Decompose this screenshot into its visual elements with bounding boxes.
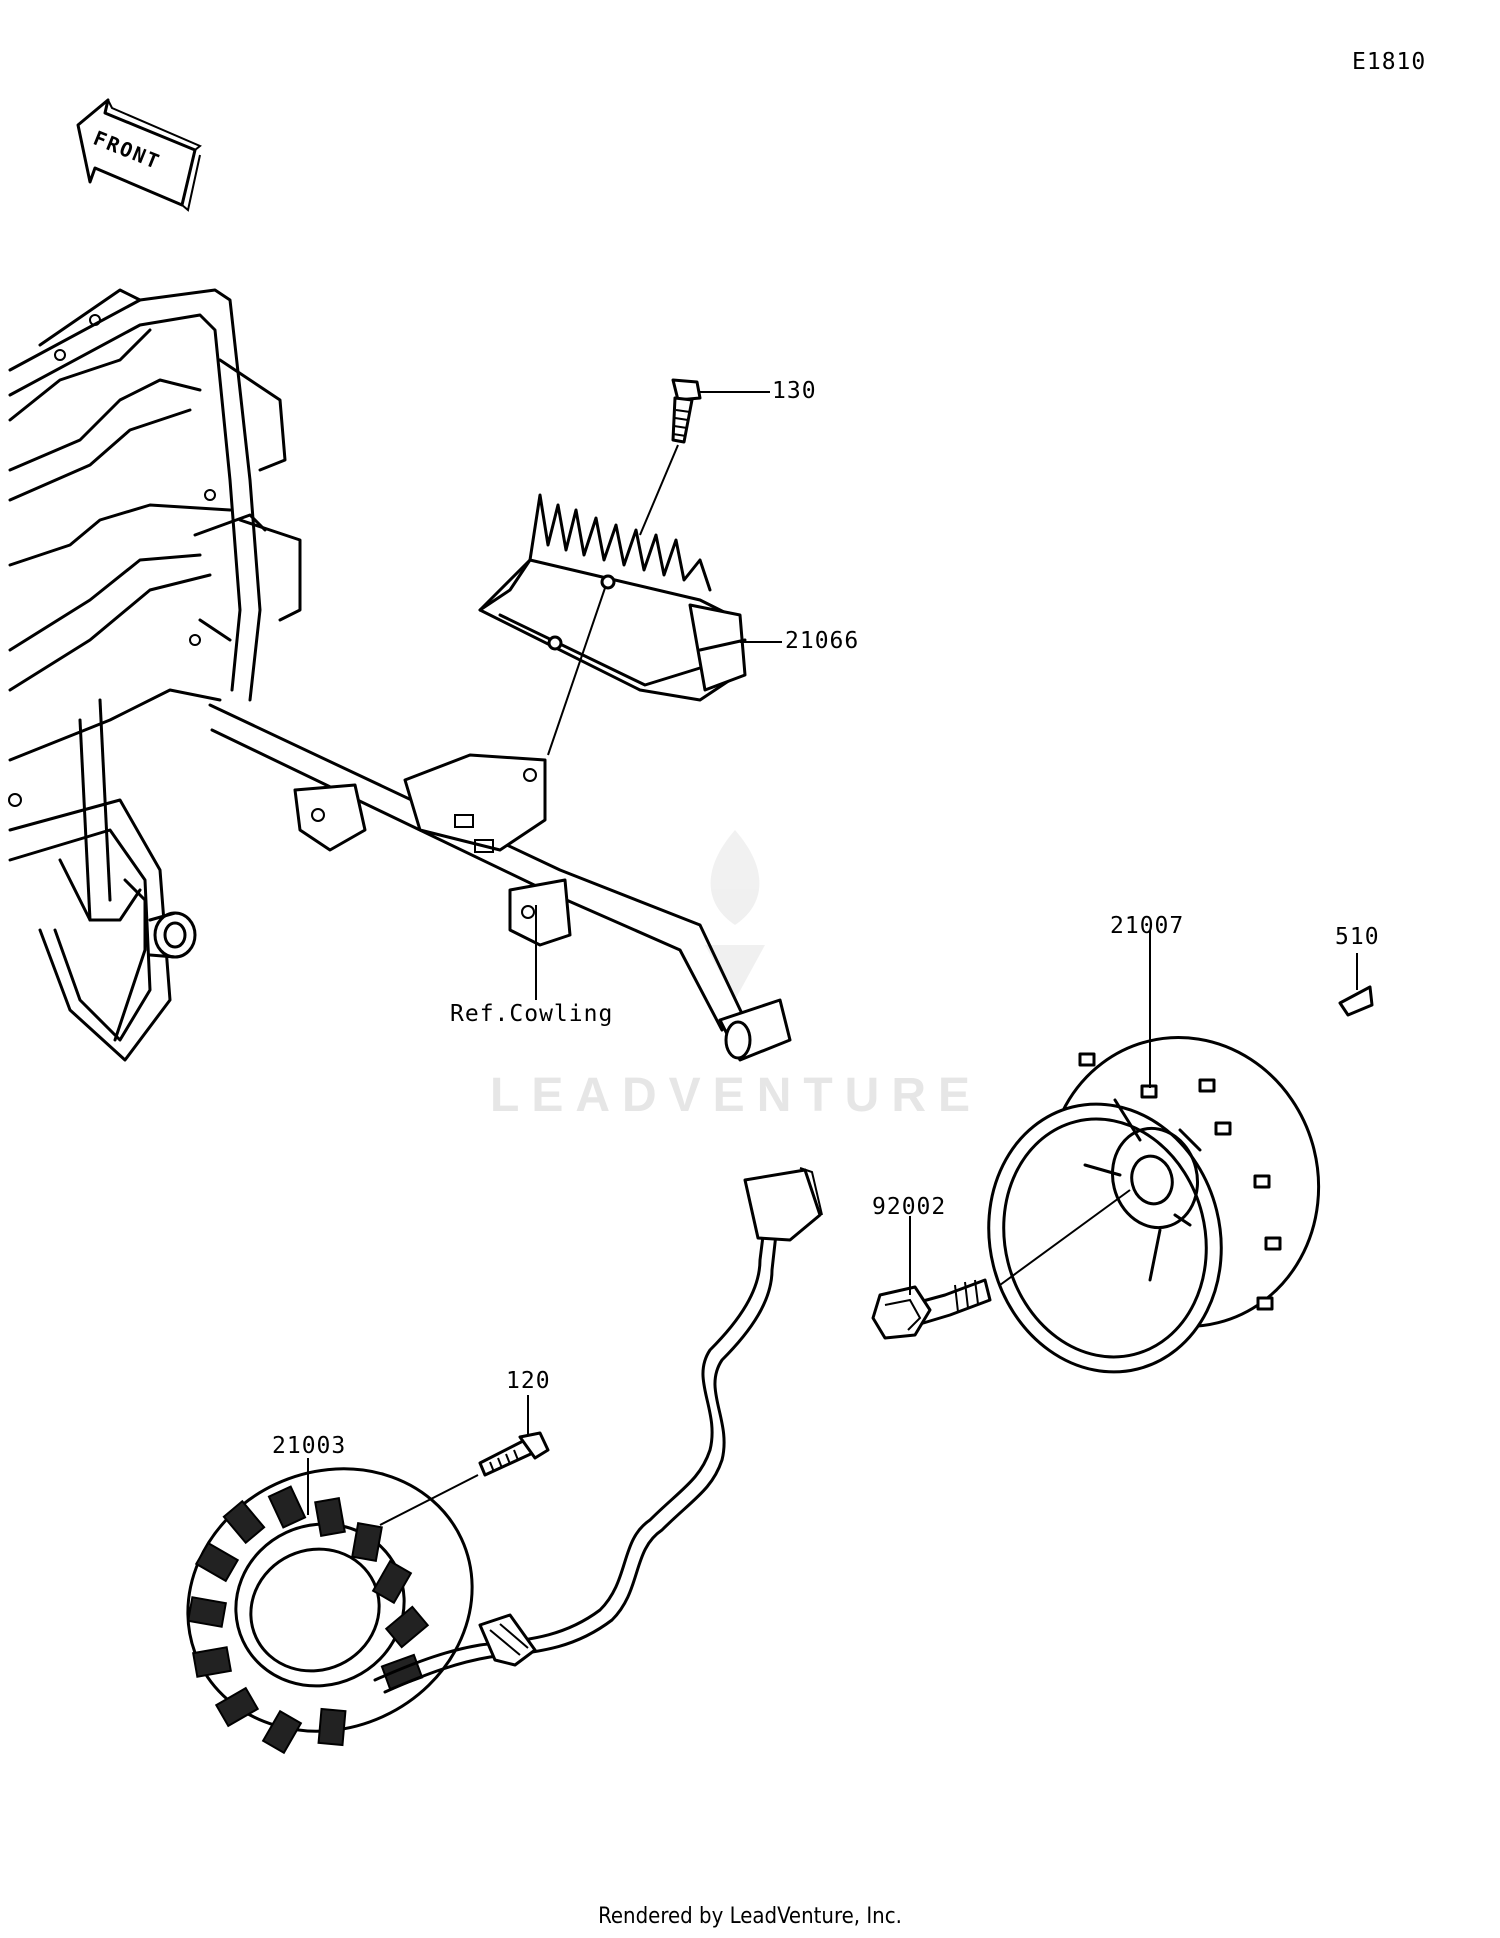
callout-21007[interactable]: 21007 — [1110, 913, 1185, 939]
bolt-130-drawing — [671, 378, 702, 444]
callout-92002[interactable]: 92002 — [872, 1194, 947, 1220]
flywheel-drawing — [987, 1036, 1321, 1374]
bolt-92002-drawing — [871, 1278, 992, 1340]
watermark-text: LEADVENTURE — [490, 1069, 983, 1122]
frame-drawing — [8, 288, 302, 1062]
diagram-code: E1810 — [1352, 49, 1427, 75]
mounting-bracket-drawing — [208, 703, 792, 1062]
callout-130[interactable]: 130 — [772, 378, 817, 404]
front-arrow-icon — [76, 98, 202, 212]
bolt-120-drawing — [478, 1431, 550, 1477]
regulator-drawing — [478, 493, 747, 702]
footer-credit: Rendered by LeadVenture, Inc. — [598, 1904, 902, 1929]
callout-ref-cowling[interactable]: Ref.Cowling — [450, 1001, 614, 1027]
callout-21066[interactable]: 21066 — [785, 628, 860, 654]
callout-510[interactable]: 510 — [1335, 924, 1380, 950]
leader-lines — [307, 391, 1358, 1526]
watermark-logo — [705, 830, 765, 1000]
callout-21003[interactable]: 21003 — [272, 1433, 347, 1459]
callout-120[interactable]: 120 — [506, 1368, 551, 1394]
stator-drawing — [186, 1167, 823, 1755]
key-510-drawing — [1338, 985, 1374, 1017]
